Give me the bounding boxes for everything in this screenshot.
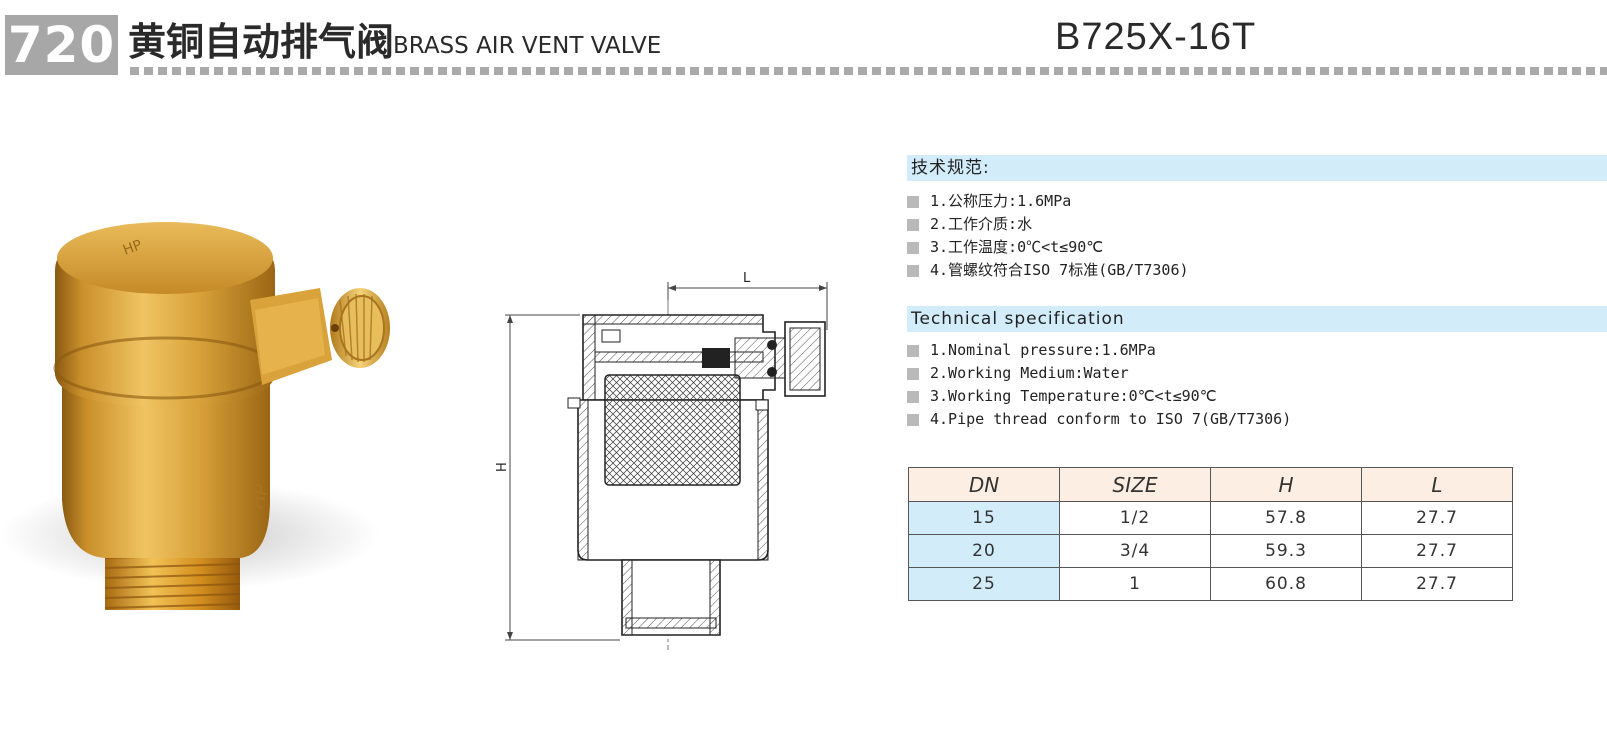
list-item: 4.管螺纹符合ISO 7标准(GB/T7306) — [907, 259, 1189, 282]
table-row: 25 1 60.8 27.7 — [908, 567, 1513, 601]
cell-l: 27.7 — [1361, 501, 1513, 535]
cell-l: 27.7 — [1361, 534, 1513, 568]
column-header-dn: DN — [908, 467, 1060, 502]
cell-h: 60.8 — [1210, 567, 1362, 601]
cap-marking: HP — [121, 237, 144, 259]
list-item: 2.Working Medium:Water — [907, 362, 1291, 385]
table-header-row: DN SIZE H L — [908, 467, 1513, 502]
column-header-h: H — [1210, 467, 1362, 502]
cell-l: 27.7 — [1361, 567, 1513, 601]
product-title-english: BRASS AIR VENT VALVE — [393, 33, 662, 59]
bullet-square-icon — [907, 264, 919, 277]
page-number: 720 — [5, 15, 118, 75]
bullet-square-icon — [907, 413, 919, 426]
spec-list-english: 1.Nominal pressure:1.6MPa 2.Working Medi… — [907, 339, 1291, 431]
spec-heading-chinese: 技术规范: — [907, 155, 1607, 181]
spec-heading-english: Technical specification — [907, 306, 1607, 332]
dimension-l-label: L — [743, 271, 751, 286]
table-row: 15 1/2 57.8 27.7 — [908, 501, 1513, 535]
table-row: 20 3/4 59.3 27.7 — [908, 534, 1513, 568]
product-title-chinese: 黄铜自动排气阀 — [128, 20, 395, 64]
list-item: 2.工作介质:水 — [907, 213, 1189, 236]
spec-list-chinese: 1.公称压力:1.6MPa 2.工作介质:水 3.工作温度:0℃<t≤90℃ 4… — [907, 190, 1189, 282]
cell-size: 3/4 — [1059, 534, 1211, 568]
bullet-square-icon — [907, 241, 919, 254]
list-item: 1.Nominal pressure:1.6MPa — [907, 339, 1291, 362]
cell-dn: 25 — [908, 567, 1060, 601]
cell-size: 1 — [1059, 567, 1211, 601]
cell-dn: 15 — [908, 501, 1060, 535]
cross-section-drawing: H L — [495, 271, 828, 650]
cell-h: 59.3 — [1210, 534, 1362, 568]
cell-dn: 20 — [908, 534, 1060, 568]
dimension-table: DN SIZE H L 15 1/2 57.8 27.7 20 3/4 59.3… — [908, 467, 1513, 601]
bullet-square-icon — [907, 195, 919, 208]
bullet-square-icon — [907, 367, 919, 380]
header-dotted-divider — [130, 67, 1607, 75]
column-header-size: SIZE — [1059, 467, 1211, 502]
cell-size: 1/2 — [1059, 501, 1211, 535]
model-number: B725X-16T — [1055, 16, 1257, 58]
dimension-h-label: H — [495, 462, 510, 472]
cell-h: 57.8 — [1210, 501, 1362, 535]
column-header-l: L — [1361, 467, 1513, 502]
list-item: 4.Pipe thread conform to ISO 7(GB/T7306) — [907, 408, 1291, 431]
bullet-square-icon — [907, 344, 919, 357]
list-item: 3.工作温度:0℃<t≤90℃ — [907, 236, 1189, 259]
bullet-square-icon — [907, 218, 919, 231]
product-photo: HP HP — [0, 222, 390, 610]
list-item: 3.Working Temperature:0℃<t≤90℃ — [907, 385, 1291, 408]
list-item: 1.公称压力:1.6MPa — [907, 190, 1189, 213]
bullet-square-icon — [907, 390, 919, 403]
